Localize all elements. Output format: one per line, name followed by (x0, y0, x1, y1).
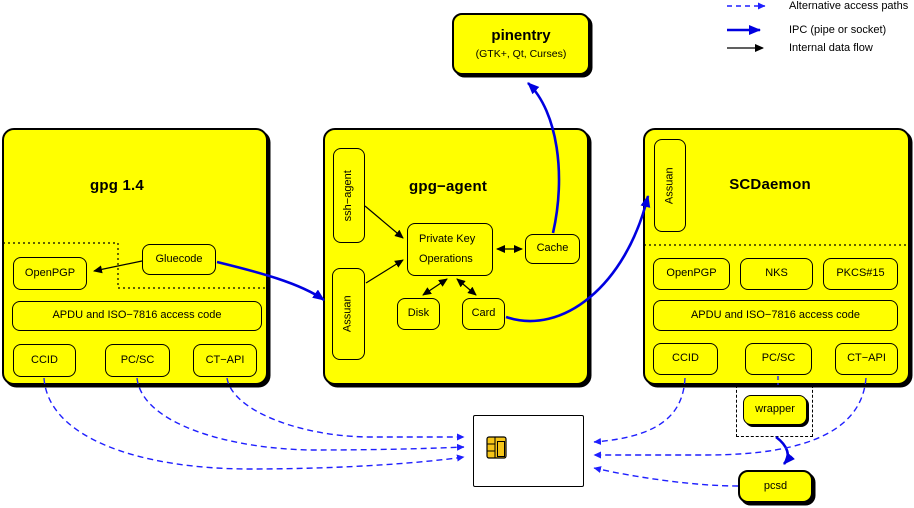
smartcard (473, 415, 584, 487)
scdaemon-pcsc-node: PC/SC (745, 343, 812, 375)
thin-arrow-sample-icon (727, 44, 764, 52)
smartcard-chip-icon (486, 436, 507, 459)
private-key-operations-node: Private Key Operations (407, 223, 493, 276)
dashed-arrow-sample-icon (727, 2, 766, 10)
scdaemon-container (643, 128, 910, 385)
scdaemon-title: SCDaemon (729, 176, 811, 193)
gpg14-gluecode-label: Gluecode (155, 252, 203, 265)
pko-line1: Private Key (419, 232, 476, 245)
pko-line2: Operations (419, 252, 473, 265)
scdaemon-ccid-node: CCID (653, 343, 718, 375)
scdaemon-nks-label: NKS (765, 267, 788, 280)
gpg14-pcsc-label: PC/SC (120, 353, 155, 366)
wrapper-node: wrapper (743, 395, 807, 425)
disk-label: Disk (407, 307, 430, 320)
assuan-label: Assuan (341, 295, 354, 333)
gpg-agent-assuan-node: Assuan (332, 268, 365, 360)
legend-label: IPC (pipe or socket) (789, 24, 887, 36)
cache-label: Cache (536, 242, 569, 255)
alt-gpg14-ccid-to-card (43, 377, 465, 470)
legend-label: Alternative access paths (789, 0, 909, 12)
scdaemon-pkcs15-node: PKCS#15 (823, 258, 898, 290)
gpg14-openpgp-node: OpenPGP (13, 257, 87, 290)
pinentry-title: pinentry (491, 27, 551, 45)
gpg14-ccid-label: CCID (31, 353, 58, 366)
pcsd-label: pcsd (763, 479, 788, 492)
gpg14-ctapi-node: CT−API (193, 344, 257, 377)
gpg-agent-ssh-agent-node: ssh−agent (333, 148, 365, 243)
legend-item-ipc: IPC (pipe or socket) (726, 24, 886, 36)
gpg14-apdu-label: APDU and ISO−7816 access code (52, 309, 222, 322)
scdaemon-pkcs15-label: PKCS#15 (836, 267, 885, 280)
alt-gpg14-pcsc-to-card (136, 377, 465, 451)
pinentry-subtitle: (GTK+, Qt, Curses) (475, 47, 567, 60)
legend-label: Internal data flow (789, 42, 873, 54)
gpg14-apdu-node: APDU and ISO−7816 access code (12, 301, 262, 331)
gpg14-gluecode-node: Gluecode (142, 244, 216, 275)
thick-arrow-sample-icon (727, 25, 761, 35)
gpg14-pcsc-node: PC/SC (105, 344, 170, 377)
scdaemon-ctapi-node: CT−API (835, 343, 898, 375)
ssh-agent-label: ssh−agent (342, 169, 355, 222)
gpg14-ccid-node: CCID (13, 344, 76, 377)
assuan-label: Assuan (663, 167, 676, 204)
alt-pcsd-to-card (593, 466, 739, 487)
ipc-wrapper-to-pcsd (775, 435, 796, 465)
scdaemon-apdu-label: APDU and ISO−7816 access code (690, 308, 861, 321)
gpg14-openpgp-label: OpenPGP (24, 266, 76, 279)
scdaemon-ctapi-label: CT−API (847, 352, 886, 365)
cache-node: Cache (525, 234, 580, 264)
card-node: Card (462, 298, 505, 330)
scdaemon-assuan-node: Assuan (654, 139, 686, 232)
pcsd-node: pcsd (738, 470, 813, 503)
legend-item-alternative-access: Alternative access paths (726, 0, 908, 12)
disk-node: Disk (397, 298, 440, 330)
gpg14-title: gpg 1.4 (90, 177, 144, 194)
scdaemon-openpgp-node: OpenPGP (653, 258, 730, 290)
alt-scdaemon-ctapi-to-card (593, 377, 867, 459)
legend-item-internal-flow: Internal data flow (726, 42, 873, 54)
wrapper-label: wrapper (755, 403, 795, 416)
card-label: Card (471, 307, 496, 320)
gpg14-ctapi-label: CT−API (205, 353, 245, 366)
scdaemon-pcsc-label: PC/SC (761, 352, 796, 365)
scdaemon-ccid-label: CCID (672, 352, 699, 365)
scdaemon-apdu-node: APDU and ISO−7816 access code (653, 300, 898, 331)
gpg-agent-title: gpg−agent (408, 178, 488, 195)
alt-scdaemon-ccid-to-card (593, 377, 686, 445)
pinentry-node: pinentry (GTK+, Qt, Curses) (452, 13, 590, 75)
scdaemon-openpgp-label: OpenPGP (666, 267, 717, 280)
scdaemon-nks-node: NKS (740, 258, 813, 290)
alt-gpg14-ctapi-to-card (226, 377, 465, 441)
